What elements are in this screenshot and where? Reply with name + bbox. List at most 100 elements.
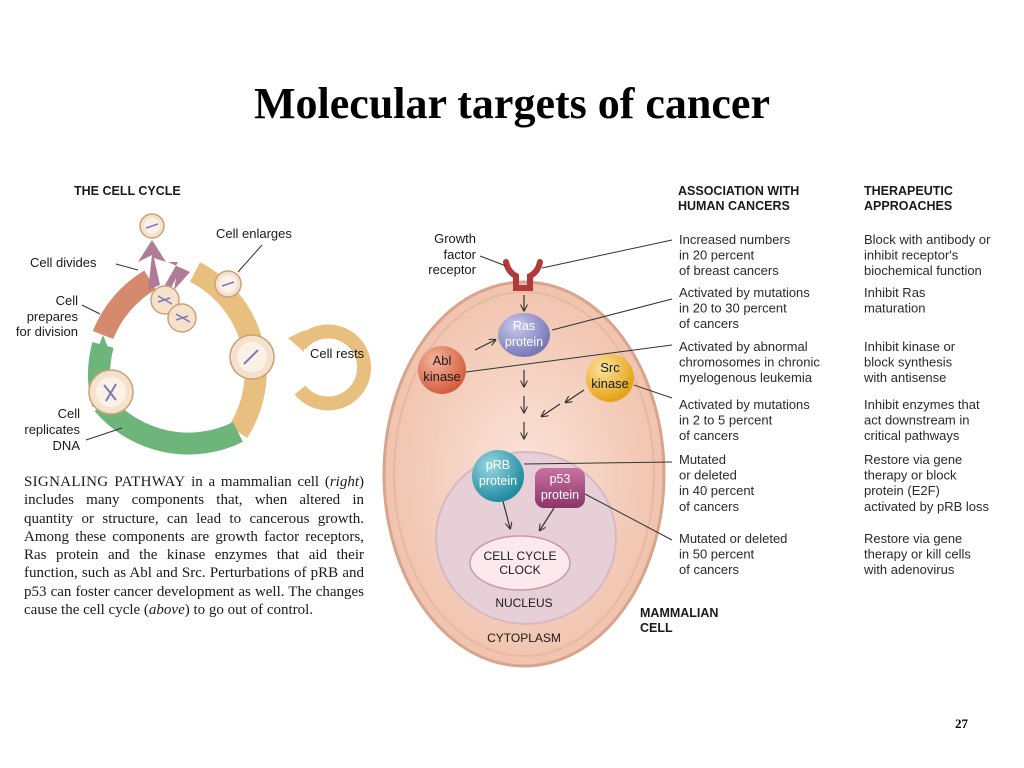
cell-icon-replicating — [88, 369, 134, 415]
therapy-row-6-line-1: Restore via gene — [864, 531, 962, 546]
signaling-text-above: above — [148, 602, 185, 619]
association-row-3-line-2: chromosomes in chronic — [679, 355, 820, 370]
therapy-row-3-line-3: with antisense — [863, 370, 946, 385]
prb-protein: pRB protein — [472, 450, 524, 502]
ras-label-2: protein — [505, 335, 543, 349]
therapy-row-1-line-1: Block with antibody or — [864, 232, 991, 247]
therapeutic-heading-2: APPROACHES — [864, 199, 952, 213]
label-cell-prepares-2: prepares — [27, 309, 79, 324]
signaling-pathway-paragraph: SIGNALING PATHWAY in a mammalian cell (r… — [24, 473, 364, 619]
cycle-arc-prep — [92, 270, 156, 340]
label-cell-rests: Cell rests — [310, 346, 365, 361]
receptor-label-2: factor — [443, 247, 476, 262]
signaling-lead: SIGNALING PATHWAY — [24, 474, 186, 490]
page-number: 27 — [955, 716, 968, 731]
cell-icon-dividing — [150, 285, 197, 333]
src-label-2: kinase — [591, 376, 629, 391]
leader-lines — [465, 239, 673, 541]
association-row-1-line-2: in 20 percent — [679, 248, 755, 263]
therapy-row-5-line-3: protein (E2F) — [864, 483, 940, 498]
association-row-4-line-2: in 2 to 5 percent — [679, 413, 773, 428]
association-table: ASSOCIATION WITH HUMAN CANCERS THERAPEUT… — [678, 184, 991, 577]
therapy-row-1-line-2: inhibit receptor's — [864, 248, 959, 263]
receptor-label-1: Growth — [434, 231, 476, 246]
therapy-row-4-line-2: act downstream in — [864, 413, 970, 428]
label-cell-prepares-3: for division — [16, 324, 78, 339]
association-heading-1: ASSOCIATION WITH — [678, 184, 799, 198]
rest-loop — [294, 324, 372, 411]
association-row-5-line-2: or deleted — [679, 468, 737, 483]
label-cell-replicates-1: Cell — [58, 406, 81, 421]
mammalian-cell-diagram: CELL CYCLE CLOCK NUCLEUS CYTOPLASM MAMMA… — [382, 231, 718, 668]
association-row-1-line-1: Increased numbers — [679, 232, 791, 247]
therapy-row-6-line-3: with adenovirus — [863, 562, 955, 577]
association-row-2-line-3: of cancers — [679, 316, 739, 331]
association-row-4-line-3: of cancers — [679, 428, 739, 443]
signaling-text-3: ) to go out of control. — [184, 602, 314, 619]
mammalian-cell-label-2: CELL — [640, 621, 673, 635]
therapy-row-2-line-1: Inhibit Ras — [864, 285, 926, 300]
clock-label-1: CELL CYCLE — [484, 549, 557, 563]
label-cell-prepares-1: Cell — [56, 293, 79, 308]
cell-cycle-clock — [469, 535, 571, 591]
label-cell-divides: Cell divides — [30, 255, 97, 270]
cytoplasm-label: CYTOPLASM — [487, 631, 561, 645]
signaling-text-2: ) includes many components that, when al… — [24, 474, 365, 619]
therapy-row-4-line-1: Inhibit enzymes that — [864, 397, 980, 412]
cycle-arc-replication — [94, 396, 243, 455]
divide-arrow-up — [138, 240, 166, 290]
association-row-5-line-3: in 40 percent — [679, 483, 755, 498]
therapy-row-5-line-4: activated by pRB loss — [864, 499, 990, 514]
association-row-2-line-1: Activated by mutations — [679, 285, 810, 300]
therapy-row-5-line-1: Restore via gene — [864, 452, 962, 467]
therapy-row-3-line-1: Inhibit kinase or — [864, 339, 956, 354]
association-row-3-line-3: myelogenous leukemia — [679, 370, 813, 385]
therapeutic-heading-1: THERAPEUTIC — [864, 184, 953, 198]
association-row-6-line-2: in 50 percent — [679, 547, 755, 562]
association-row-5-line-1: Mutated — [679, 452, 726, 467]
association-row-6-line-1: Mutated or deleted — [679, 531, 787, 546]
therapy-row-6-line-2: therapy or kill cells — [864, 547, 971, 562]
association-row-3-line-1: Activated by abnormal — [679, 339, 808, 354]
therapy-row-3-line-2: block synthesis — [864, 355, 953, 370]
p53-label-1: p53 — [550, 472, 571, 486]
abl-kinase: Abl kinase — [418, 346, 466, 394]
label-cell-replicates-3: DNA — [53, 438, 81, 453]
cell-cycle-diagram: THE CELL CYCLE — [16, 184, 372, 455]
ras-protein: Ras protein — [498, 313, 550, 357]
slide-title: Molecular targets of cancer — [254, 79, 770, 128]
prb-label-2: protein — [479, 474, 517, 488]
src-label-1: Src — [600, 360, 620, 375]
divide-arrow-right — [165, 262, 190, 290]
label-cell-replicates-2: replicates — [24, 422, 80, 437]
label-cell-enlarges: Cell enlarges — [216, 226, 292, 241]
therapy-row-1-line-3: biochemical function — [864, 263, 982, 278]
therapy-row-5-line-2: therapy or block — [864, 468, 957, 483]
association-row-4-line-1: Activated by mutations — [679, 397, 810, 412]
mammalian-cell-label-1: MAMMALIAN — [640, 606, 718, 620]
nucleus-label: NUCLEUS — [495, 596, 552, 610]
prb-label-1: pRB — [486, 458, 510, 472]
signaling-text-right: right — [329, 474, 360, 490]
receptor-label-3: receptor — [428, 262, 476, 277]
cell-cycle-heading: THE CELL CYCLE — [74, 184, 181, 198]
receptor-icon — [503, 259, 543, 291]
signaling-text-1: in a mammalian cell ( — [185, 474, 330, 490]
association-row-2-line-2: in 20 to 30 percent — [679, 301, 787, 316]
association-row-1-line-3: of breast cancers — [679, 263, 779, 278]
association-row-6-line-3: of cancers — [679, 562, 739, 577]
cell-icon-resting — [229, 334, 275, 380]
association-heading-2: HUMAN CANCERS — [678, 199, 790, 213]
ras-label-1: Ras — [513, 319, 535, 333]
p53-label-2: protein — [541, 488, 579, 502]
cell-icon-small — [139, 213, 165, 239]
p53-protein: p53 protein — [535, 468, 585, 508]
src-kinase: Src kinase — [586, 354, 634, 402]
abl-label-1: Abl — [433, 353, 452, 368]
clock-label-2: CLOCK — [499, 563, 540, 577]
therapy-row-4-line-3: critical pathways — [864, 428, 960, 443]
abl-label-2: kinase — [423, 369, 461, 384]
cell-icon-enlarging — [214, 270, 242, 298]
